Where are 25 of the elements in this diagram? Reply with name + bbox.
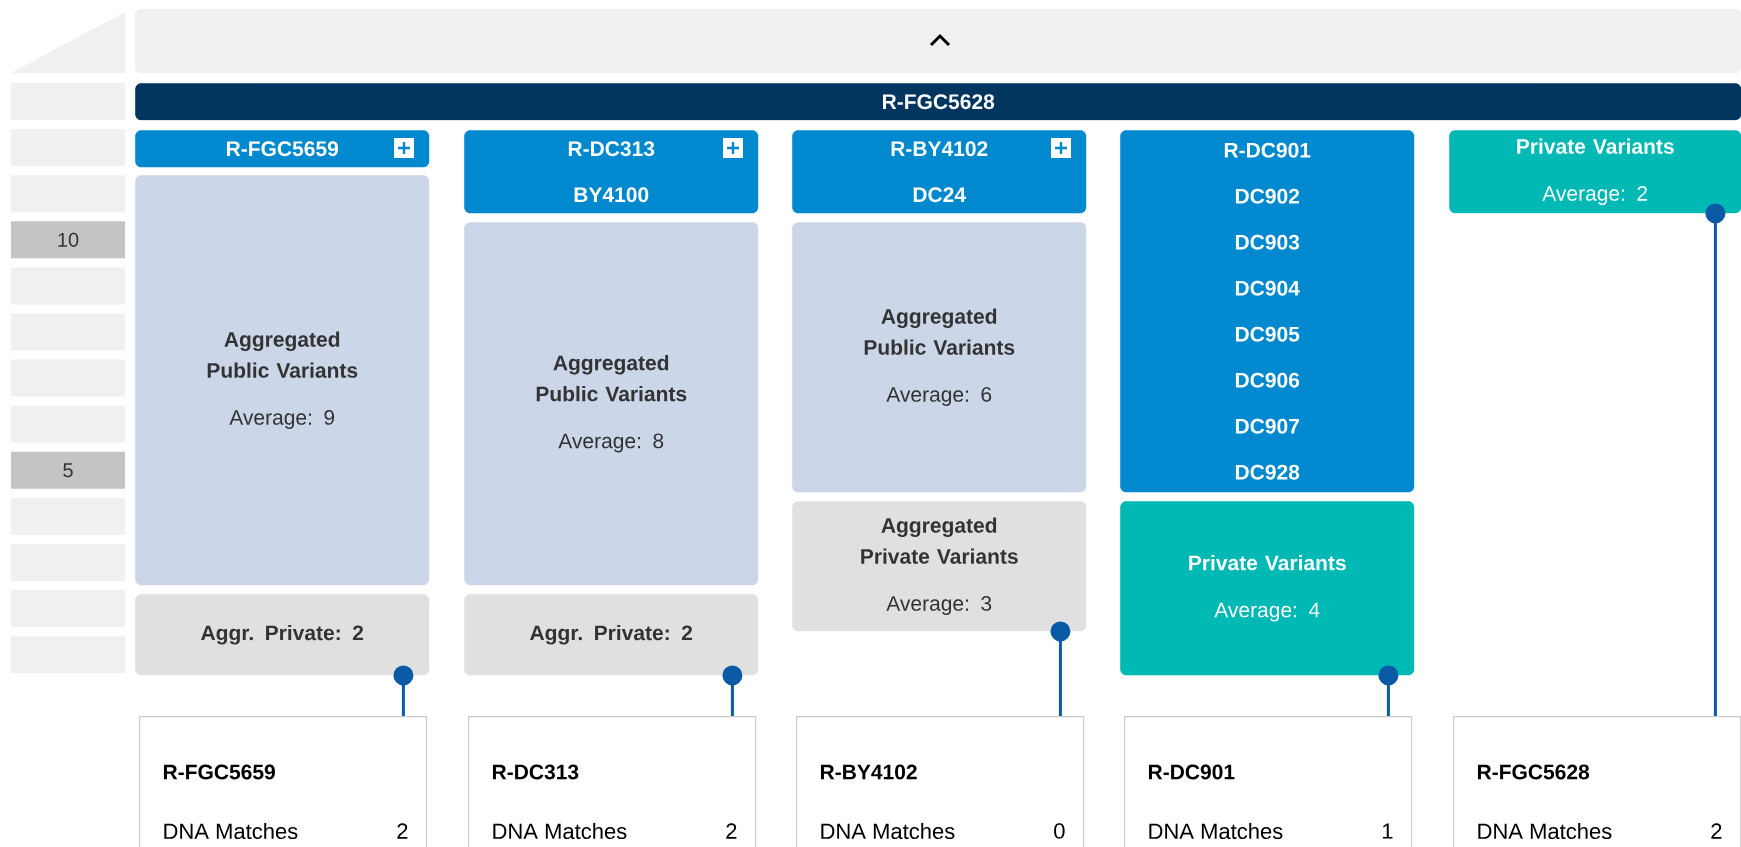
connector — [1378, 665, 1399, 716]
branch-header: R-DC313 BY4100 — [464, 130, 759, 214]
match-card: R-FGC5628 DNA Matches 2 — [1453, 716, 1741, 847]
connector — [1705, 203, 1726, 716]
connector — [722, 665, 743, 716]
connector — [1050, 621, 1071, 716]
variant-box: Aggregated Public Variants Average: 6 — [792, 222, 1087, 493]
variant-box: Aggregated Public Variants Average: 8 — [464, 222, 759, 586]
branch-header: R-BY4102 DC24 — [792, 130, 1087, 214]
branch-header: R-FGC5659 — [135, 130, 430, 168]
scale-label: 10 — [11, 221, 125, 259]
match-card: R-BY4102 DNA Matches 0 — [796, 716, 1085, 847]
variant-box: Private Variants Average: 2 — [1449, 130, 1741, 214]
variant-box: Private Variants Average: 4 — [1120, 501, 1415, 676]
variant-box: Aggregated Public Variants Average: 9 — [135, 175, 430, 586]
variant-box: Aggregated Private Variants Average: 3 — [792, 501, 1087, 632]
variant-box: Aggr. Private: 2 — [135, 594, 430, 676]
scale-label: 5 — [11, 451, 125, 489]
match-card: R-FGC5659 DNA Matches 2 — [139, 716, 428, 847]
connector — [393, 665, 414, 716]
branch-bar: R-FGC5628 — [135, 83, 1741, 121]
variant-box: Aggr. Private: 2 — [464, 594, 759, 676]
branch-header: R-DC901 DC902 DC903 DC904 DC905 DC906 DC907 DC928 — [1120, 130, 1415, 493]
match-card: R-DC313 DNA Matches 2 — [468, 716, 757, 847]
match-card: R-DC901 DNA Matches 1 — [1124, 716, 1413, 847]
